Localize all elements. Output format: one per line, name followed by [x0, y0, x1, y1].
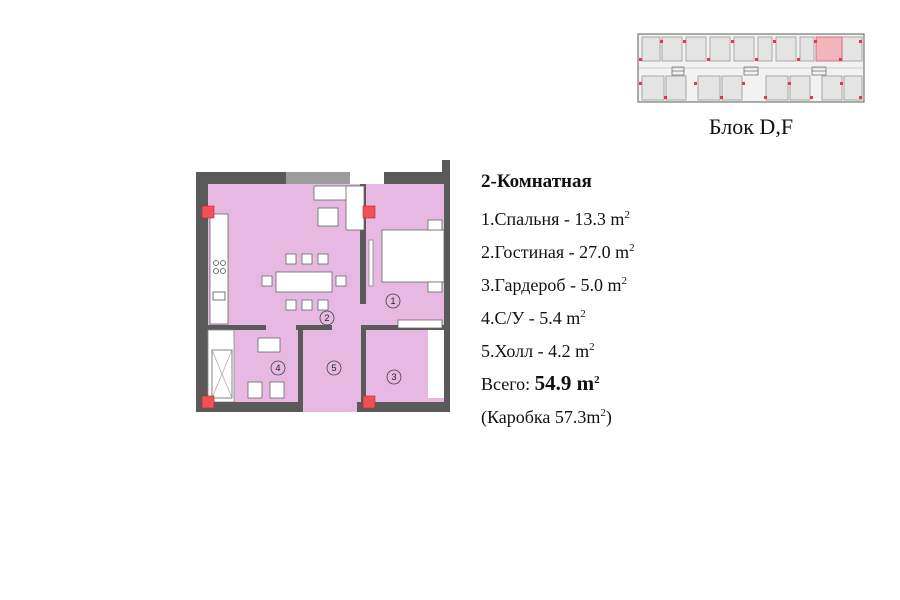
- apartment-info: 2-Комнатная 1.Спальня - 13.3 m2 2.Гостин…: [481, 171, 741, 432]
- total-area: Всего: 54.9 m2: [481, 371, 600, 395]
- room-number-1: 1: [390, 296, 395, 306]
- key-plan: [637, 33, 865, 103]
- highlighted-apartment: [815, 36, 843, 62]
- apartment-type-title: 2-Комнатная: [481, 171, 592, 192]
- room-row-wardrobe: 3.Гардероб - 5.0 m2: [481, 275, 628, 295]
- room-number-4: 4: [275, 363, 280, 373]
- room-row-bathroom: 4.С/У - 5.4 m2: [481, 308, 586, 328]
- box-area: (Каробка 57.3m2): [481, 407, 612, 427]
- room-number-5: 5: [331, 363, 336, 373]
- room-row-hall: 5.Холл - 4.2 m2: [481, 341, 595, 361]
- room-number-3: 3: [391, 372, 396, 382]
- room-row-bedroom: 1.Спальня - 13.3 m2: [481, 209, 630, 229]
- room-number-2: 2: [324, 313, 329, 323]
- block-label: Блок D,F: [708, 114, 794, 139]
- room-row-living: 2.Гостиная - 27.0 m2: [481, 242, 635, 262]
- floor-plan: 1 2 3 4 5: [196, 160, 450, 412]
